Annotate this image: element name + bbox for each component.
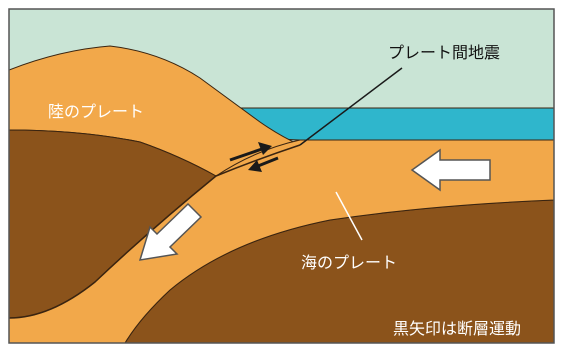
label-black-arrow-note: 黒矢印は断層運動 [393, 319, 521, 338]
plate-motion-arrow-right-icon [410, 148, 491, 192]
quake-leader-line [299, 67, 403, 146]
label-continental-plate: 陸のプレート [48, 102, 144, 121]
label-oceanic-plate: 海のプレート [301, 253, 397, 272]
plate-motion-arrow-left-icon [138, 202, 203, 261]
label-plate-boundary-quake: プレート間地震 [388, 43, 500, 62]
oceanic-leader-line [335, 191, 363, 241]
fault-arrows-icon [229, 142, 279, 172]
diagram-frame [8, 8, 555, 344]
